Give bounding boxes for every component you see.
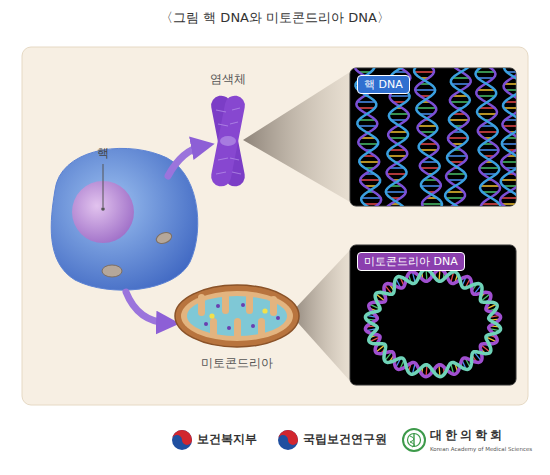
base-pair	[478, 95, 496, 97]
base-pair	[502, 143, 516, 145]
base-pair	[452, 83, 470, 85]
purple-arrow	[168, 146, 203, 176]
logo-text: 보건복지부	[197, 432, 257, 446]
base-pair	[481, 185, 500, 187]
dna-strand	[501, 68, 516, 206]
logo-text: 국립보건연구원	[303, 432, 387, 446]
base-pair	[388, 155, 406, 157]
nuclear-dna-helices	[354, 68, 516, 206]
part-label: 염색체	[210, 72, 246, 86]
base-pair	[450, 101, 469, 103]
dna-strand	[445, 68, 472, 206]
base-pair	[478, 113, 497, 115]
base-pair	[418, 125, 437, 127]
base-pair	[447, 173, 466, 175]
leader-dot	[101, 207, 105, 211]
base-pair	[501, 197, 516, 199]
dna-panel-box: 미토콘드리아 DNA	[350, 245, 516, 385]
base-pair	[415, 89, 435, 91]
dna-strand	[475, 68, 500, 206]
base-pair	[501, 161, 516, 163]
base-pair	[420, 167, 439, 169]
panel-tag: 미토콘드리아 DNA	[357, 252, 465, 271]
chromosome	[209, 94, 246, 188]
purple-arrow	[126, 292, 168, 323]
base-pair	[361, 197, 380, 199]
base-pair	[447, 191, 464, 193]
base-pair	[387, 173, 406, 175]
figure-title: 〈그림 핵 DNA와 미토콘드리아 DNA〉	[160, 10, 390, 26]
leader-line	[103, 164, 104, 207]
base-pair	[386, 191, 406, 193]
base-pair	[358, 125, 376, 127]
dna-strand	[365, 269, 500, 376]
dna-strand	[414, 68, 442, 206]
base-pair	[447, 155, 467, 157]
academy-emblem	[403, 429, 425, 451]
base-pair	[420, 143, 438, 145]
base-pair	[360, 179, 380, 181]
dna-panel	[350, 245, 516, 385]
base-pair	[478, 131, 498, 133]
base-pair	[389, 113, 408, 115]
base-pair	[390, 95, 410, 97]
part-label: 미토콘드리아	[201, 356, 273, 370]
base-pair	[503, 125, 516, 127]
base-pair	[448, 137, 468, 139]
circular-dna	[365, 269, 500, 376]
panel-tag: 핵 DNA	[357, 75, 410, 94]
base-pair	[359, 161, 379, 163]
base-pair	[414, 71, 434, 73]
base-pair	[421, 185, 441, 187]
dna-strand	[365, 269, 500, 376]
base-pair	[452, 77, 469, 79]
panel	[22, 47, 528, 405]
dna-strand	[476, 68, 500, 206]
base-pair	[416, 107, 436, 109]
part-label: 핵	[97, 146, 109, 160]
base-pair	[476, 71, 495, 73]
cell-mitochondrion	[155, 231, 173, 246]
base-pair	[479, 149, 499, 151]
mitochondrion	[175, 285, 299, 347]
logo-subtext: Korean Academy of Medical Sciences	[430, 446, 532, 453]
dna-panel-box: 핵 DNA	[350, 68, 516, 206]
base-pair	[389, 137, 406, 139]
ministry-logo	[172, 430, 192, 450]
zoom-beam	[243, 72, 350, 202]
institute-logo	[278, 430, 298, 450]
base-pair	[482, 203, 500, 205]
base-pair	[389, 131, 407, 133]
base-pair	[449, 119, 469, 121]
base-pair	[477, 89, 495, 91]
base-pair	[422, 203, 442, 205]
base-pair	[357, 101, 375, 103]
dna-strand	[500, 68, 516, 206]
base-pair	[446, 197, 464, 199]
logo-text: 대한의학회	[430, 428, 505, 442]
base-pair	[501, 179, 516, 181]
base-pair	[420, 149, 438, 151]
base-pair	[359, 143, 378, 145]
base-pair	[479, 167, 499, 169]
cell-mitochondrion	[102, 265, 122, 277]
